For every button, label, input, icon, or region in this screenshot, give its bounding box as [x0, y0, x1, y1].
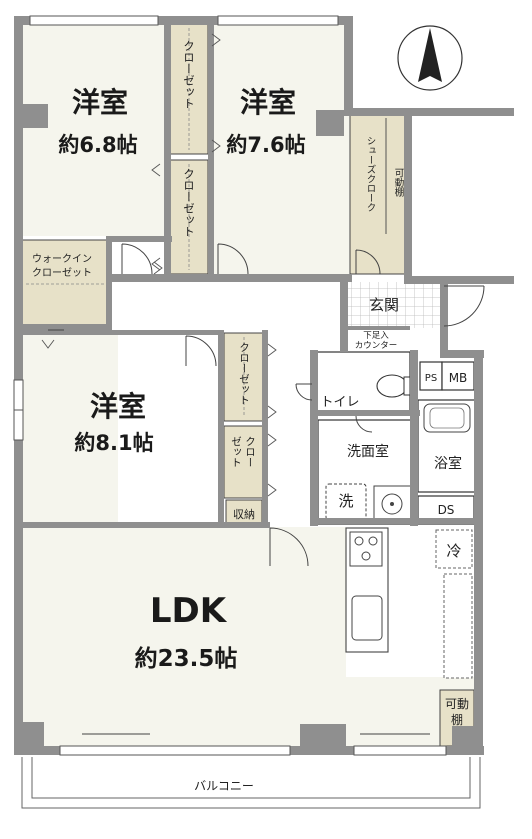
wet-areas — [313, 351, 477, 525]
column — [22, 722, 44, 748]
storage-label: 収納 — [233, 508, 255, 521]
closets — [21, 23, 475, 747]
column — [316, 110, 344, 136]
doors — [48, 243, 485, 735]
fridge-space — [435, 529, 473, 569]
door-swing[interactable] — [269, 527, 309, 567]
column — [452, 726, 476, 750]
western-room-2-floor — [212, 24, 350, 274]
movable-shelf-top-label: 可動 — [445, 697, 469, 711]
closet-label: クローゼット — [182, 40, 196, 109]
door-swing[interactable] — [443, 285, 485, 327]
kitchen-sink — [351, 595, 383, 641]
walk-in-label-top: ウォークイン — [32, 253, 92, 265]
exterior-wall-top — [14, 16, 352, 25]
kitchen — [345, 527, 473, 679]
walk-in-label-bottom: クローゼット — [32, 267, 92, 279]
entrance-floor[interactable] — [348, 282, 440, 328]
movable-shelf-bottom-label: 棚 — [451, 712, 463, 727]
closet-label: クローゼット — [238, 342, 250, 405]
windows — [13, 15, 447, 756]
closet-split-label-bottom: ゼット — [230, 436, 242, 468]
mb-label: MB — [449, 371, 468, 385]
western-room-3-name: 洋室 — [90, 390, 146, 423]
ldk-name: LDK — [150, 591, 228, 631]
movable-shelf-label: 可動棚 — [393, 168, 405, 197]
western-room-2-name: 洋室 — [240, 86, 296, 119]
balcony-label: バルコニー — [194, 779, 254, 793]
door-swing[interactable] — [217, 243, 249, 275]
under-foot-label-bottom: カウンター — [355, 341, 398, 351]
stove — [349, 531, 383, 567]
western-room-2-size: 約7.6帖 — [226, 133, 305, 157]
western-room-1-floor — [22, 24, 166, 236]
bathroom-label: 浴室 — [434, 455, 462, 472]
western-room-3-size: 約8.1帖 — [74, 431, 153, 455]
western-room-1-name: 洋室 — [72, 86, 128, 119]
door-swing[interactable] — [121, 243, 153, 275]
closet-door-arrows — [41, 33, 277, 497]
north-arrow-icon — [397, 25, 463, 91]
column — [300, 724, 346, 750]
ps-label: PS — [425, 373, 437, 384]
fridge-label: 冷 — [446, 542, 461, 560]
exterior-wall-right — [474, 352, 483, 754]
toilet-fixture — [376, 374, 408, 398]
labels: 洋室 約6.8帖 洋室 約7.6帖 洋室 約8.1帖 LDK 約23.5帖 クロ… — [32, 40, 469, 793]
bathtub — [423, 403, 471, 433]
ds-label: DS — [438, 503, 455, 517]
column — [22, 104, 48, 128]
entrance-label: 玄関 — [369, 296, 399, 314]
closet-split-label-top: クロー — [244, 436, 256, 468]
ldk-size: 約23.5帖 — [135, 645, 238, 672]
shoes-cloak-label: シューズクローク — [365, 136, 377, 212]
door-swing[interactable] — [295, 383, 313, 401]
balcony — [21, 757, 481, 809]
under-foot-label-top: 下足入 — [363, 331, 389, 341]
toilet-label: トイレ — [320, 395, 359, 410]
washer-label: 洗 — [338, 492, 353, 510]
closet-label: クローゼット — [182, 168, 196, 237]
western-room-1-size: 約6.8帖 — [58, 133, 137, 157]
door-swing[interactable] — [355, 415, 373, 433]
washroom-label: 洗面室 — [347, 443, 389, 460]
closet-3-bottom[interactable] — [223, 425, 265, 499]
door-swing[interactable] — [185, 335, 217, 367]
door-swing[interactable] — [355, 249, 381, 275]
cupboard — [443, 573, 473, 679]
